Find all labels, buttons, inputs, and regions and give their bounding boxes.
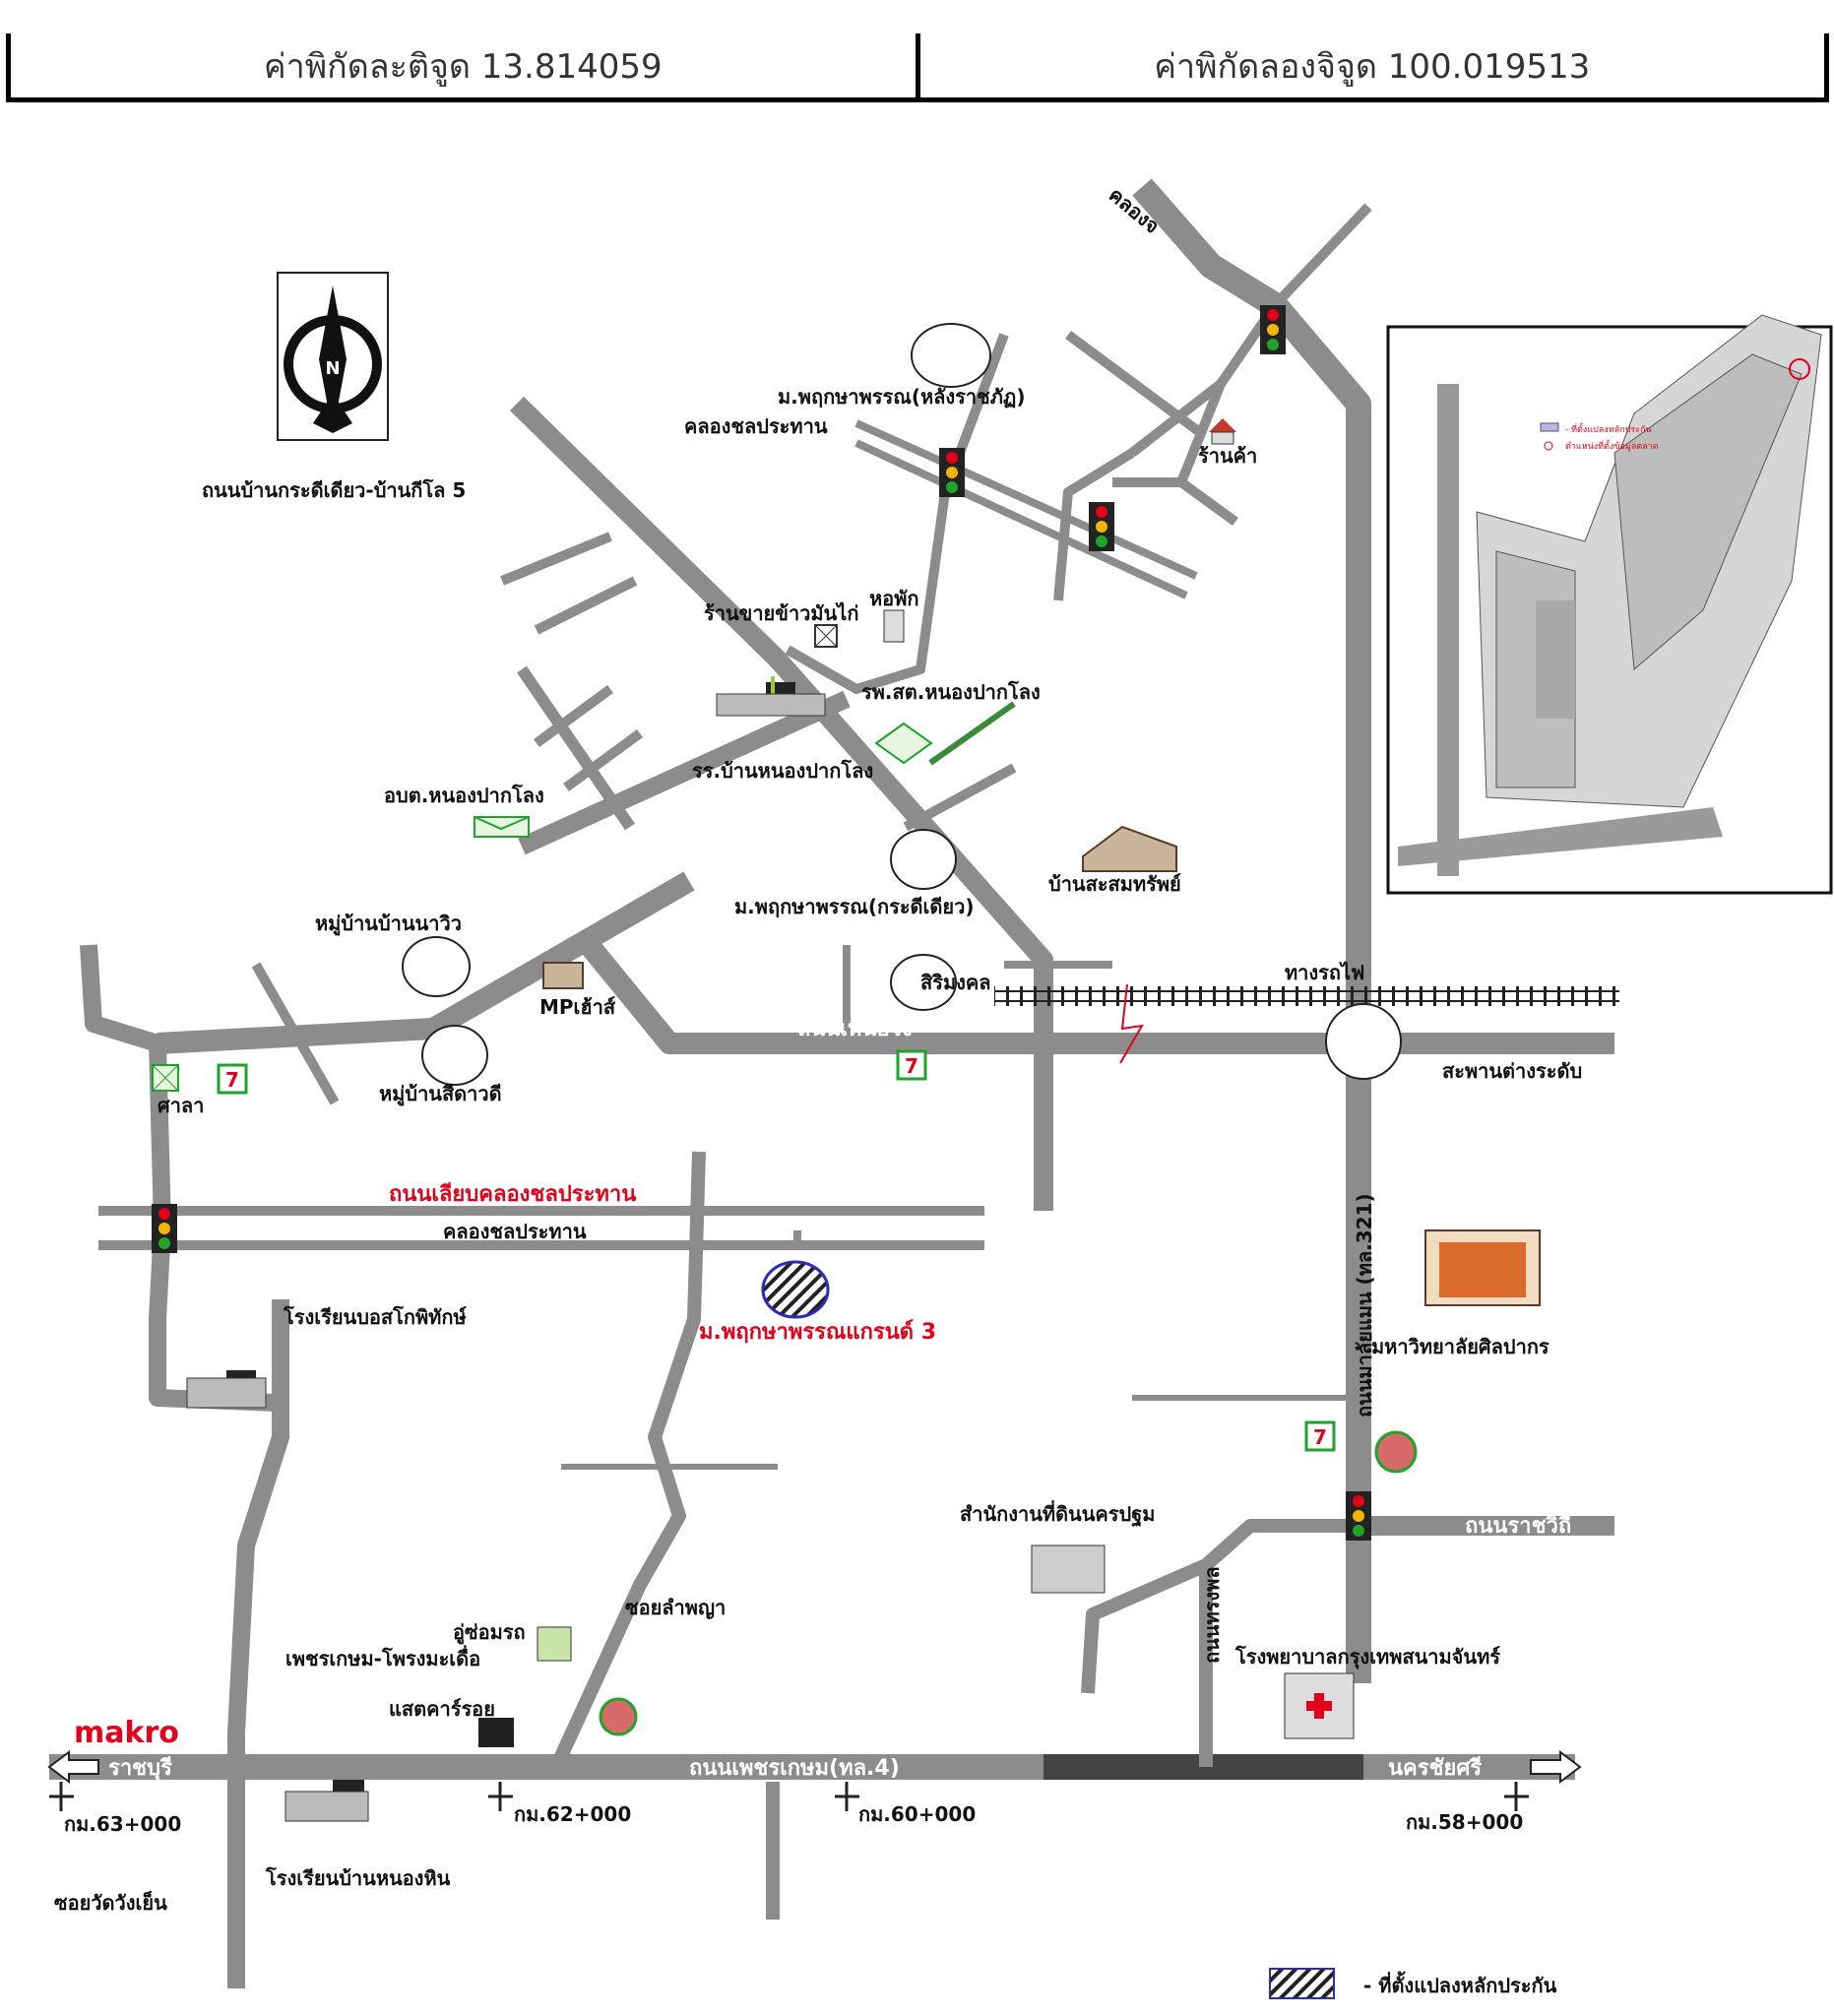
label-soi-lampraya: ซอยลำพญา	[625, 1596, 726, 1619]
label-railway: ทางรถไฟ	[1285, 961, 1364, 984]
label-road-songphon: ถนนทรงพล	[1200, 1566, 1224, 1664]
label-shop: ร้านค้า	[1198, 444, 1257, 468]
village-circles	[402, 323, 991, 1086]
svg-text:7: 7	[905, 1054, 918, 1078]
latitude-cell: ค่าพิกัดละติจูด 13.814059	[263, 46, 663, 87]
inset-site-plan: - ที่ตั้งแปลงหลักประกัน ตำแหน่งที่ตั้งข้…	[1386, 314, 1833, 895]
svg-text:7: 7	[1313, 1425, 1327, 1449]
north-arrow: N	[277, 272, 389, 441]
coordinate-bar: ค่าพิกัดละติจูด 13.814059 ค่าพิกัดลองจิจ…	[6, 33, 1829, 102]
label-school-nongpaklong: รร.บ้านหนองปากโลง	[692, 759, 873, 783]
label-pruksa-lang: ม.พฤกษาพรรณ(หลังราชภัฏ)	[778, 385, 1025, 409]
road-network	[49, 178, 1614, 1988]
label-school-nonghin: โรงเรียนบ้านหนองหิน	[265, 1866, 451, 1890]
label-km63: กม.63+000	[64, 1812, 181, 1836]
label-mp-house: MPเฮ้าส์	[539, 995, 616, 1019]
legend-label: - ที่ตั้งแปลงหลักประกัน	[1363, 1971, 1557, 1997]
seven-eleven-icons: 7 7 7	[217, 1049, 1336, 1452]
map-legend: - ที่ตั้งแปลงหลักประกัน	[1269, 1968, 1557, 1999]
label-hospital-local: รพ.สต.หนองปากโลง	[861, 680, 1041, 704]
label-hospital-bangkok: โรงพยาบาลกรุงเทพสนามจันทร์	[1234, 1645, 1500, 1670]
label-road-phetkasem: ถนนเพชรเกษม(ทล.4)	[689, 1756, 900, 1781]
railway	[994, 983, 1619, 1064]
label-makro: makro	[74, 1716, 179, 1750]
label-overpass: สะพานต่างระดับ	[1442, 1059, 1582, 1083]
north-letter: N	[325, 358, 340, 379]
label-obt: อบต.หนองปากโลง	[384, 784, 544, 807]
label-school-boscot: โรงเรียนบอสโกพิทักษ์	[283, 1305, 467, 1329]
label-dorm: หอพัก	[869, 587, 919, 610]
inset-legend-1: - ที่ตั้งแปลงหลักประกัน	[1565, 422, 1652, 435]
label-canal-top: คลองชลประทาน	[684, 414, 828, 438]
location-map[interactable]: N 7 7 7	[0, 158, 1834, 2016]
traffic-lights	[152, 305, 1371, 1541]
target-village-marker	[761, 1260, 830, 1319]
label-sirimonkol: สิริมงคล	[920, 971, 991, 994]
overpass-circle	[1325, 1003, 1402, 1080]
label-sala: ศาลา	[158, 1094, 204, 1117]
building-icons	[152, 418, 1541, 1822]
label-km60: กม.60+000	[858, 1802, 976, 1826]
arrow-west-icon	[47, 1750, 99, 1784]
label-km58: กม.58+000	[1406, 1810, 1523, 1834]
label-silpakorn: มหาวิทยาลัยศิลปากร	[1371, 1335, 1549, 1358]
label-target-village: ม.พฤกษาพรรณแกรนด์ 3	[699, 1319, 936, 1345]
label-soi-wat: ซอยวัดวังเย็น	[54, 1890, 167, 1915]
km-markers	[49, 1782, 1529, 1811]
label-ratchaburi: ราชบุรี	[108, 1756, 172, 1782]
inset-legend-2: ตำแหน่งที่ตั้งข้อมูลตลาด	[1565, 439, 1659, 452]
label-rice-shop: ร้านขายข้าวมันไก่	[704, 601, 858, 625]
label-road-bankrasiap: ถนนบ้านกระดีเดียว-บ้านกีโล 5	[202, 478, 466, 502]
svg-text:7: 7	[225, 1068, 239, 1092]
arrow-east-icon	[1530, 1750, 1582, 1784]
label-canal-bottom: คลองชลประทาน	[443, 1220, 587, 1243]
label-museum: บ้านสะสมทรัพย์	[1048, 872, 1181, 896]
label-road-321: ถนนมาลัยแมน (ทล.321)	[1353, 1193, 1376, 1418]
label-land-office: สำนักงานที่ดินนครปฐม	[960, 1499, 1155, 1528]
label-road-rachavithi: ถนนราชวิถี	[1465, 1514, 1571, 1539]
label-village-nawiw: หมู่บ้านบ้านนาวิว	[315, 912, 462, 937]
label-road-pet-pong: เพชรเกษม-โพรงมะเดื่อ	[285, 1644, 480, 1670]
label-canal-road: ถนนเลียบคลองชลประทาน	[389, 1182, 636, 1207]
label-garage: อู่ซ่อมรถ	[453, 1620, 526, 1646]
label-road-nuea: ถนนเหนือวัง	[797, 1017, 913, 1041]
label-village-sitawee: หมู่บ้านสีดาวดี	[379, 1082, 502, 1107]
label-nakhonchaisri: นครชัยศรี	[1388, 1756, 1482, 1781]
label-pruksa-kradi: ม.พฤกษาพรรณ(กระดีเดียว)	[734, 895, 974, 918]
map-background	[39, 158, 1496, 2016]
label-km62: กม.62+000	[514, 1802, 631, 1826]
longitude-cell: ค่าพิกัดลองจิจูด 100.019513	[915, 33, 1825, 97]
label-factory: แสตคาร์รอย	[389, 1697, 495, 1721]
